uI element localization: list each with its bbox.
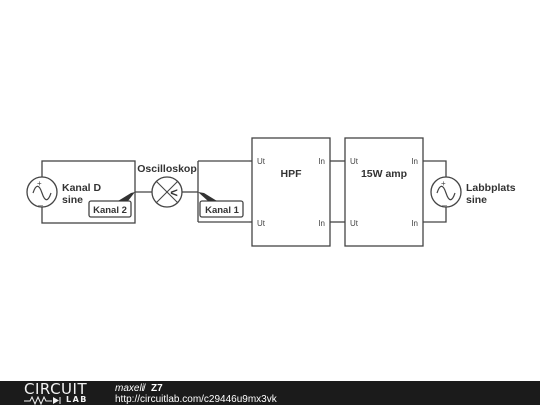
hpf-block: HPF Ut In Ut In [251,137,331,247]
svg-text:–: – [38,200,43,210]
amp-pin-in-bottom: In [411,219,418,228]
hpf-pin-in-bottom: In [318,219,325,228]
amp-pin-in-top: In [411,157,418,166]
oscilloscope-icon: < [151,176,183,208]
probe-kanal-2: Kanal 2 [88,192,135,218]
amp-block: 15W amp Ut In Ut In [344,137,424,247]
probe-kanal-1: Kanal 1 [198,192,244,218]
left-source-label-2: sine [62,194,83,206]
right-source-label-1: Labbplats [466,182,516,194]
hpf-label: HPF [281,168,303,180]
probe-kanal-2-label: Kanal 2 [93,205,127,216]
footer-bar: CIRCUIT LAB maxeli / Z7 http://circuitla… [0,381,540,405]
right-source-label-2: sine [466,194,487,206]
right-sine-source-icon: + – [430,176,462,210]
footer-url[interactable]: http://circuitlab.com/c29446u9mx3vk [115,394,277,405]
left-sine-source-icon: + – [26,176,58,210]
probe-kanal-1-label: Kanal 1 [205,205,240,216]
hpf-pin-wires [249,160,252,223]
logo-lab-text: LAB [66,395,88,404]
svg-text:+: + [441,179,446,188]
schematic-canvas: + – Kanal D sine Kanal 2 < Oscilloskop K… [26,137,516,247]
amp-pin-ut-bottom: Ut [350,219,359,228]
logo-resistor-icon [24,396,61,405]
hpf-pin-ut-bottom: Ut [257,219,266,228]
footer-title[interactable]: Z7 [151,383,163,394]
oscilloscope-symbol: < [170,185,178,200]
footer-separator: / [143,383,146,394]
footer-author[interactable]: maxeli [115,383,144,394]
svg-text:+: + [37,179,42,188]
oscilloscope-label: Oscilloskop [137,163,197,175]
hpf-pin-ut-top: Ut [257,157,266,166]
wires [135,160,447,223]
hpf-pin-in-top: In [318,157,325,166]
svg-text:–: – [442,200,447,210]
amp-label: 15W amp [361,168,407,180]
logo-circuit-text: CIRCUIT [24,380,88,398]
left-source-label-1: Kanal D [62,182,102,194]
amp-pin-ut-top: Ut [350,157,359,166]
